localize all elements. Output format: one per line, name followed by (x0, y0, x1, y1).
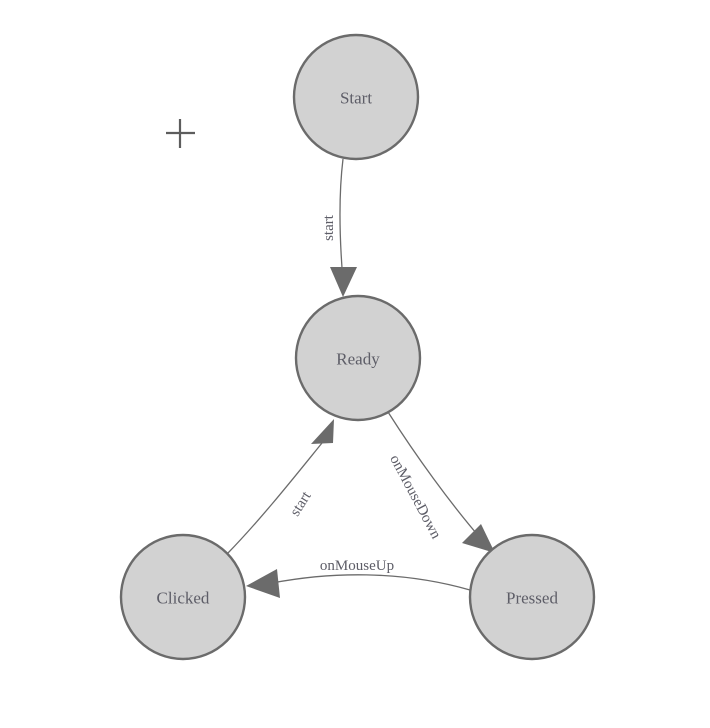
state-node-clicked-circle[interactable] (119, 533, 247, 661)
state-node-clicked[interactable]: Clicked (119, 533, 247, 661)
state-node-ready-circle[interactable] (294, 294, 422, 422)
edge-ready-to-pressed[interactable]: onMouseDown (386, 411, 495, 553)
state-node-clicked-label: Clicked (157, 589, 210, 608)
edge-label-start-to-ready: start (321, 214, 337, 241)
edge-ready-to-pressed-path (387, 411, 483, 541)
state-node-start-label: Start (340, 89, 372, 108)
edge-clicked-to-ready-path (227, 442, 323, 554)
edge-clicked-to-ready-arrowhead (311, 419, 334, 444)
edge-label-ready-to-pressed: onMouseDown (386, 452, 444, 542)
crosshair-cursor-icon (166, 119, 195, 148)
state-node-ready[interactable]: Ready (294, 294, 422, 422)
edge-start-to-ready[interactable]: start (321, 158, 357, 297)
state-node-start-circle[interactable] (292, 33, 420, 161)
edge-start-to-ready-path (339, 158, 344, 282)
edge-pressed-to-clicked-path (271, 574, 471, 591)
edge-ready-to-pressed-arrowhead (462, 524, 495, 553)
edge-clicked-to-ready[interactable]: start (227, 419, 334, 554)
state-node-start[interactable]: Start (292, 33, 420, 161)
state-node-pressed[interactable]: Pressed (468, 533, 596, 661)
edge-pressed-to-clicked[interactable]: onMouseUp (246, 558, 471, 598)
state-node-ready-label: Ready (336, 350, 380, 369)
state-node-pressed-circle[interactable] (468, 533, 596, 661)
edge-pressed-to-clicked-arrowhead (246, 569, 280, 598)
edge-start-to-ready-arrowhead (330, 267, 357, 297)
state-node-pressed-label: Pressed (506, 589, 558, 608)
edge-label-clicked-to-ready: start (287, 488, 315, 519)
edge-label-pressed-to-clicked: onMouseUp (320, 558, 394, 574)
